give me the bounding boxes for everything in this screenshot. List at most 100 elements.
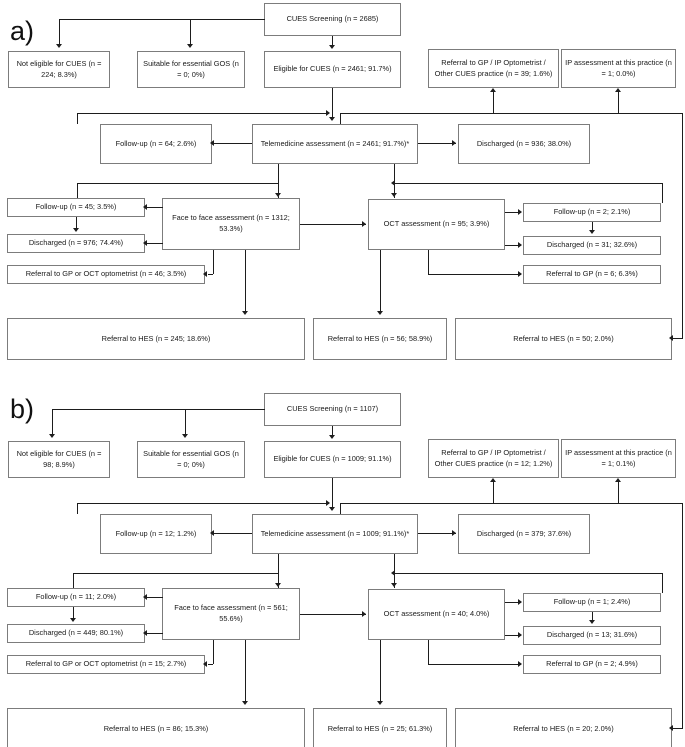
- edge-screening-to-not-eligible: [52, 409, 54, 436]
- edge-f2f-to-referral-down: [213, 250, 215, 274]
- edge-telemedicine-to-followup: [213, 143, 252, 145]
- edge-f2f-to-oct: [300, 224, 366, 226]
- node-followup-oct: Follow-up (n = 1; 2.4%): [523, 593, 661, 612]
- edge-right-bus-down: [340, 113, 342, 124]
- arrowhead-ip-assessment: [615, 88, 621, 92]
- edge-f2f-to-followup: [146, 597, 163, 599]
- arrowhead-referral-gp-oct-opt: [203, 271, 207, 277]
- arrowhead-f1-discharged: [589, 620, 595, 624]
- node-followup-face-to-face: Follow-up (n = 11; 2.0%): [7, 588, 145, 607]
- arrowhead-suitable-gos: [187, 44, 193, 48]
- edge-right-bus-down: [340, 503, 342, 514]
- edge-followup-tele-return-up: [77, 113, 79, 124]
- arrowhead-not-eligible: [49, 434, 55, 438]
- edge-to-referral-gp-ip: [493, 92, 495, 113]
- arrowhead-followup-f2f: [143, 204, 147, 210]
- node-oct-assessment: OCT assessment (n = 40; 4.0%): [368, 589, 505, 640]
- arrowhead-referral-gp-oct-opt: [203, 661, 207, 667]
- edge-oct-to-discharged: [505, 635, 521, 637]
- edge-telemedicine-to-face-to-face: [278, 164, 280, 198]
- arrowhead-followup-tele: [210, 530, 214, 536]
- arrowhead-eligible: [329, 45, 335, 49]
- node-referral-gp-oct: Referral to GP (n = 6; 6.3%): [523, 265, 661, 284]
- node-referral-gp-or-oct-optometrist: Referral to GP or OCT optometrist (n = 1…: [7, 655, 205, 674]
- arrowhead-tele-return: [326, 500, 330, 506]
- arrowhead-referral-gp-ip: [490, 88, 496, 92]
- edge-telemedicine-to-discharged: [418, 143, 456, 145]
- node-suitable-gos: Suitable for essential GOS (n = 0; 0%): [137, 51, 245, 88]
- node-not-eligible: Not eligible for CUES (n = 98; 8.9%): [8, 441, 110, 478]
- node-referral-gp-or-oct-optometrist: Referral to GP or OCT optometrist (n = 4…: [7, 265, 205, 284]
- arrowhead-f45-discharged: [73, 228, 79, 232]
- edge-telemedicine-to-followup: [213, 533, 252, 535]
- node-followup-oct: Follow-up (n = 2; 2.1%): [523, 203, 661, 222]
- edge-followup-f2f-return-up: [73, 573, 75, 588]
- arrowhead-oct-return: [391, 180, 395, 186]
- node-cues-screening: CUES Screening (n = 2685): [264, 3, 401, 36]
- edge-f2f-to-discharged: [146, 243, 163, 245]
- edge-followup-tele-return-across: [77, 113, 329, 115]
- node-hes-ip: Referral to HES (n = 50; 2.0%): [455, 318, 672, 360]
- node-suitable-gos: Suitable for essential GOS (n = 0; 0%): [137, 441, 245, 478]
- arrowhead-telemedicine: [329, 507, 335, 511]
- edge-oct-to-referralgp-down: [428, 640, 430, 664]
- arrowhead-face-to-face: [275, 583, 281, 587]
- edge-f2f-to-referral-down: [213, 640, 215, 664]
- node-face-to-face-assessment: Face to face assessment (n = 1312; 53.3%…: [162, 198, 300, 250]
- edge-telemedicine-to-face-to-face: [278, 554, 280, 588]
- node-referral-gp-ip-optometrist: Referral to GP / IP Optometrist / Other …: [428, 439, 559, 478]
- arrowhead-discharged-oct: [518, 242, 522, 248]
- edge-to-ip-assessment: [618, 482, 620, 503]
- edge-f2f-to-hes: [245, 250, 247, 312]
- edge-oct-to-followup: [505, 212, 521, 214]
- arrowhead-f11-discharged: [70, 618, 76, 622]
- node-followup-telemedicine: Follow-up (n = 64; 2.6%): [100, 124, 212, 164]
- edge-eligible-to-telemedicine: [332, 88, 334, 118]
- edge-f2f-to-referral-across: [208, 274, 213, 276]
- node-discharged-face-to-face: Discharged (n = 976; 74.4%): [7, 234, 145, 253]
- edge-f2f-to-hes: [245, 640, 247, 702]
- node-eligible-cues: Eligible for CUES (n = 1009; 91.1%): [264, 441, 401, 478]
- node-hes-face-to-face: Referral to HES (n = 86; 15.3%): [7, 708, 305, 747]
- node-discharged-telemedicine: Discharged (n = 379; 37.6%): [458, 514, 590, 554]
- arrowhead-hes-f2f: [242, 311, 248, 315]
- node-referral-gp-oct: Referral to GP (n = 2; 4.9%): [523, 655, 661, 674]
- edge-screening-to-eligible: [332, 426, 334, 437]
- node-discharged-face-to-face: Discharged (n = 449; 80.1%): [7, 624, 145, 643]
- arrowhead-hes-ip: [669, 335, 673, 341]
- edge-followup-f2f-return-across: [77, 183, 278, 185]
- node-eligible-cues: Eligible for CUES (n = 2461; 91.7%): [264, 51, 401, 88]
- arrowhead-oct-return: [391, 570, 395, 576]
- edge-screening-to-eligible: [332, 36, 334, 47]
- arrowhead-tele-return: [326, 110, 330, 116]
- node-hes-face-to-face: Referral to HES (n = 245; 18.6%): [7, 318, 305, 360]
- arrowhead-followup-oct: [518, 599, 522, 605]
- node-referral-gp-ip-optometrist: Referral to GP / IP Optometrist / Other …: [428, 49, 559, 88]
- arrowhead-followup-oct: [518, 209, 522, 215]
- arrowhead-ip-assessment: [615, 478, 621, 482]
- arrowhead-f2-discharged: [589, 230, 595, 234]
- node-hes-oct: Referral to HES (n = 56; 58.9%): [313, 318, 447, 360]
- edge-oct-return-up: [662, 573, 664, 593]
- node-not-eligible: Not eligible for CUES (n = 224; 8.3%): [8, 51, 110, 88]
- arrowhead-followup-f2f: [143, 594, 147, 600]
- node-ip-assessment: IP assessment at this practice (n = 1; 0…: [561, 439, 676, 478]
- edge-oct-to-hes: [380, 250, 382, 312]
- arrowhead-discharged-oct: [518, 632, 522, 638]
- arrowhead-discharged-tele: [452, 530, 456, 536]
- arrowhead-referral-gp-ip: [490, 478, 496, 482]
- edge-followup2-to-discharged: [592, 222, 594, 231]
- edge-f2f-to-followup: [146, 207, 163, 209]
- edge-screening-bus: [52, 409, 265, 411]
- edge-oct-to-discharged: [505, 245, 521, 247]
- arrowhead-telemedicine: [329, 117, 335, 121]
- edge-right-rail-to-hes-ip: [672, 338, 683, 340]
- arrowhead-hes-f2f: [242, 701, 248, 705]
- edge-f2f-to-discharged: [146, 633, 163, 635]
- arrowhead-face-to-face: [275, 193, 281, 197]
- arrowhead-not-eligible: [56, 44, 62, 48]
- panel-a: a) CUES Screening (n = 2685) Not eligibl…: [0, 0, 685, 371]
- arrowhead-discharged-f2f: [143, 240, 147, 246]
- edge-to-ip-assessment: [618, 92, 620, 113]
